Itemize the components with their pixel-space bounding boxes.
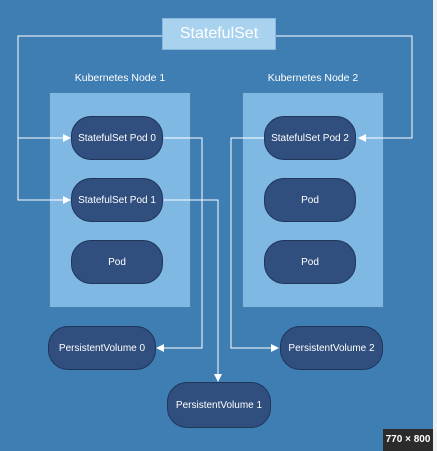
statefulset-title-box: StatefulSet [162,18,276,50]
statefulset-pod-1: StatefulSet Pod 1 [71,178,163,222]
statefulset-pod-2: StatefulSet Pod 2 [264,116,356,160]
node-1-label: Kubernetes Node 1 [74,72,166,84]
statefulset-pod-0: StatefulSet Pod 0 [71,116,163,160]
persistent-volume-2: PersistentVolume 2 [280,326,383,370]
node-2-label: Kubernetes Node 2 [267,72,359,84]
node-2-pod-a: Pod [264,178,356,222]
image-size-badge: 770 × 800 [383,429,433,451]
persistent-volume-0: PersistentVolume 0 [48,326,156,370]
node-1-pod: Pod [71,240,163,284]
node-2-pod-b: Pod [264,240,356,284]
right-edge-strip [433,0,437,451]
persistent-volume-1: PersistentVolume 1 [167,382,271,428]
